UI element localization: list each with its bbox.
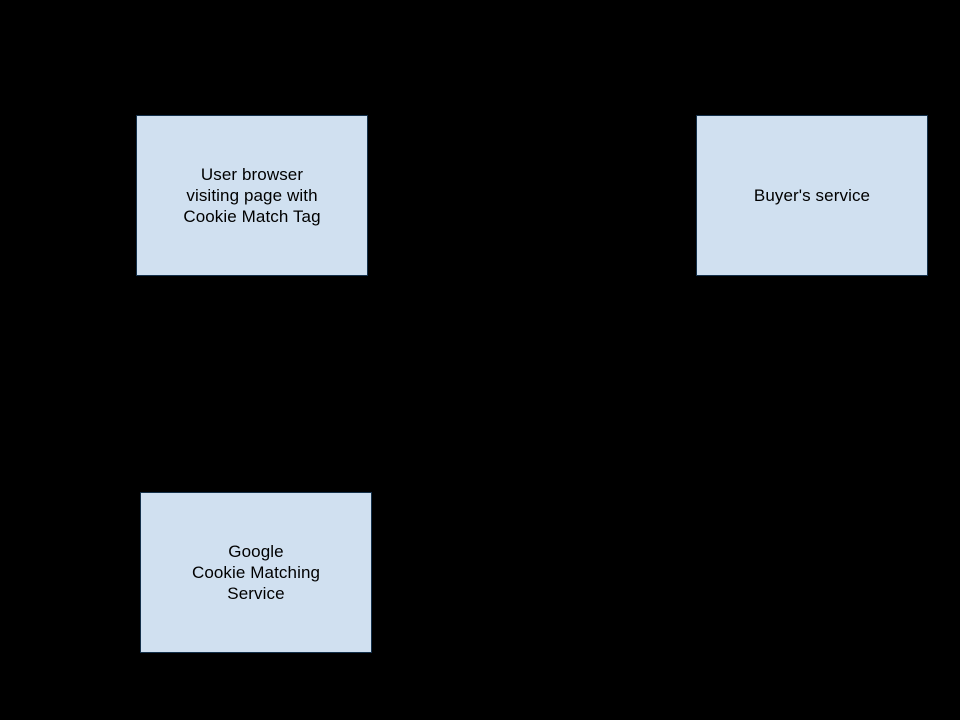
node-user-browser[interactable]: User browser visiting page with Cookie M… <box>136 115 368 276</box>
node-google-cookie-matching-service-label: Google Cookie Matching Service <box>191 542 321 603</box>
node-buyers-service-label: Buyer's service <box>753 186 871 205</box>
node-google-cookie-matching-service[interactable]: Google Cookie Matching Service <box>140 492 372 653</box>
node-buyers-service[interactable]: Buyer's service <box>696 115 928 276</box>
node-user-browser-label: User browser visiting page with Cookie M… <box>183 165 321 226</box>
